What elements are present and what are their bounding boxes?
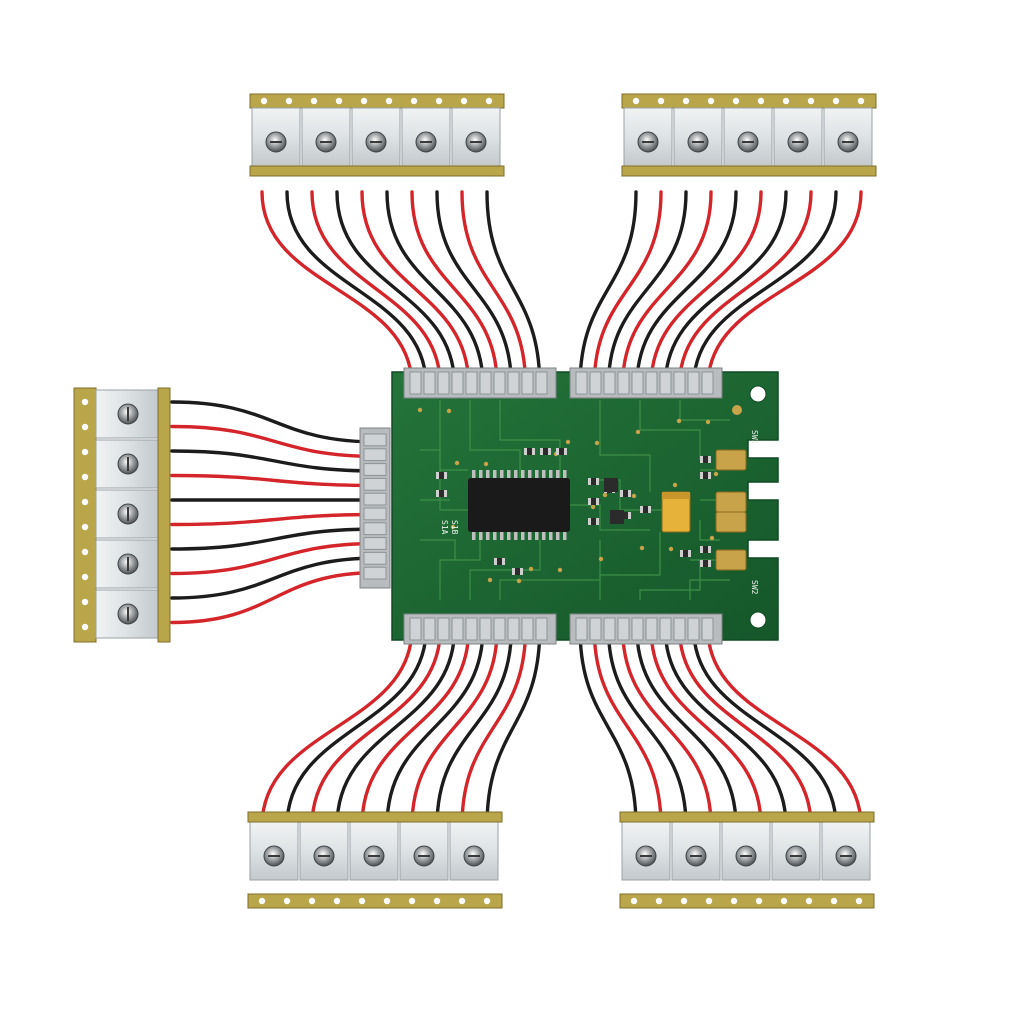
board-silkscreen-label: SW2 <box>750 580 759 595</box>
smd-components <box>436 448 711 575</box>
wire-harness <box>170 190 863 828</box>
terminal-block-top-right <box>621 93 877 177</box>
terminal-block-top-left <box>249 93 505 177</box>
board-silkscreen-label: S1B <box>450 520 459 535</box>
tantalum-capacitor <box>661 491 691 533</box>
header-bottom-left <box>403 613 557 645</box>
main-ic-chip <box>468 470 570 540</box>
header-bottom-right <box>569 613 723 645</box>
board-silkscreen-label: S1A <box>440 520 449 535</box>
board-headers <box>359 367 723 645</box>
terminal-blocks <box>73 93 877 909</box>
terminal-block-bottom-right <box>619 811 875 909</box>
gold-contact-pads <box>715 449 747 571</box>
board-silkscreen-label: SW1 <box>750 430 759 445</box>
header-top-left <box>403 367 557 399</box>
terminal-block-left <box>73 387 171 643</box>
header-top-right <box>569 367 723 399</box>
terminal-block-bottom-left <box>247 811 503 909</box>
header-left <box>359 427 391 589</box>
